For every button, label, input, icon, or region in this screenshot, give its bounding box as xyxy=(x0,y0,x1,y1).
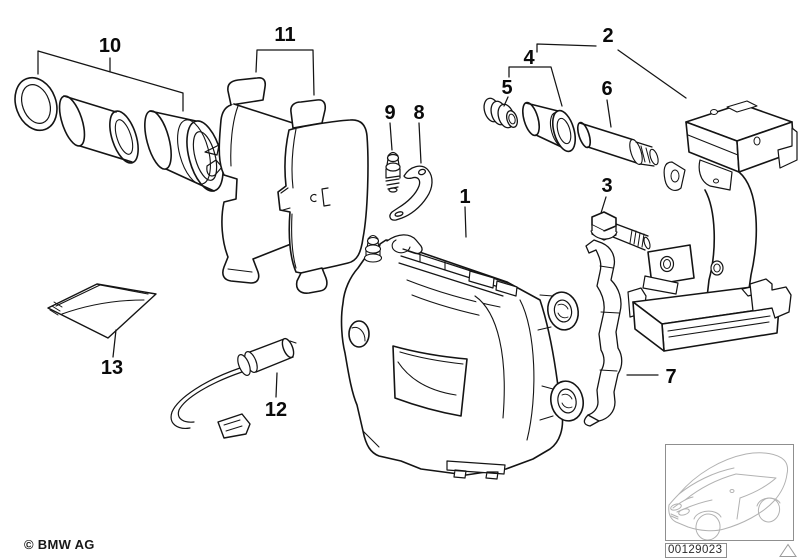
part-9-bleeder-screw xyxy=(385,151,401,193)
warning-triangle-icon xyxy=(779,543,797,557)
callout-6[interactable]: 6 xyxy=(601,78,613,100)
part-11-brake-pad-outer xyxy=(277,99,369,294)
leader-2 xyxy=(536,43,687,99)
leader-9 xyxy=(389,122,393,151)
callout-12[interactable]: 12 xyxy=(264,399,288,421)
callout-2[interactable]: 2 xyxy=(602,25,614,47)
callout-3[interactable]: 3 xyxy=(601,175,613,197)
leader-11 xyxy=(255,49,315,96)
part-2-carrier-bracket xyxy=(627,100,798,352)
leader-5 xyxy=(503,96,509,107)
callout-8[interactable]: 8 xyxy=(413,102,425,124)
callout-9[interactable]: 9 xyxy=(384,102,396,124)
part-8-retaining-clip xyxy=(389,165,433,221)
callout-5[interactable]: 5 xyxy=(501,77,513,99)
part-3-mounting-bolt xyxy=(590,211,651,251)
leader-13 xyxy=(112,329,117,358)
caliper-lower-ear xyxy=(539,380,584,422)
part-5-guide-boot xyxy=(483,97,518,129)
callout-4[interactable]: 4 xyxy=(523,47,535,69)
car-thumbnail-icon xyxy=(668,452,789,541)
callout-1[interactable]: 1 xyxy=(459,186,471,208)
leader-10 xyxy=(37,50,184,112)
part-1-brake-caliper xyxy=(340,234,584,480)
leader-1 xyxy=(464,206,467,238)
part-10-piston xyxy=(144,110,224,192)
part-13-grease-packet xyxy=(47,283,157,339)
image-number-plate: 00129023 xyxy=(665,543,727,558)
copyright-text: © BMW AG xyxy=(24,537,95,552)
part-10-seal-ring xyxy=(14,76,58,132)
part-12-wear-sensor xyxy=(170,337,297,439)
leader-8 xyxy=(418,122,422,164)
callout-10[interactable]: 10 xyxy=(98,35,122,57)
part-7-anti-rattle-spring xyxy=(583,239,623,427)
part-6-guide-pin xyxy=(576,121,659,167)
leader-6 xyxy=(606,99,612,128)
callout-11[interactable]: 11 xyxy=(274,24,296,46)
vehicle-thumbnail-box xyxy=(665,444,794,541)
caliper-upper-ear xyxy=(537,291,579,331)
part-10-piston-sleeve xyxy=(58,95,139,164)
callout-leader-lines xyxy=(37,43,687,398)
callout-13[interactable]: 13 xyxy=(100,357,124,379)
leader-3 xyxy=(600,196,607,214)
leader-4 xyxy=(508,66,563,107)
leader-12 xyxy=(275,372,278,398)
callout-7[interactable]: 7 xyxy=(665,366,677,388)
part-4-guide-bushing xyxy=(522,101,577,153)
